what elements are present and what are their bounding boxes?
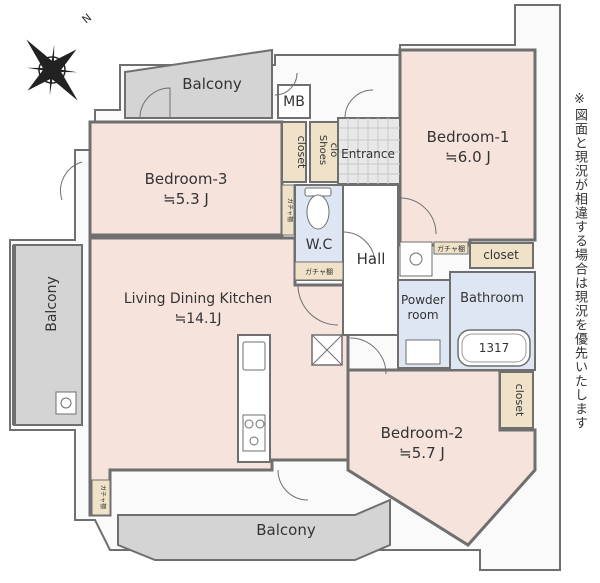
- bathtub-inner: [461, 333, 527, 363]
- entrance-grid: [338, 118, 400, 184]
- balcony-faucet: [55, 391, 77, 415]
- door-swing-bedroom1: [399, 197, 437, 235]
- bathtub: [457, 329, 531, 367]
- burner-3: [249, 436, 259, 446]
- door-swing-bottom-balcony: [277, 469, 309, 501]
- powder-room-label-1: Powder: [401, 293, 445, 307]
- balcony-top-label: Balcony: [182, 75, 242, 93]
- gacha-shelf-ldk: [91, 479, 111, 516]
- bathroom-label: Bathroom: [460, 291, 524, 306]
- closet-bedroom3-label: closet: [295, 136, 308, 169]
- door-swing-top-balcony: [139, 87, 171, 119]
- washer-drain: [409, 252, 423, 266]
- disclaimer-note: ※図面と現況が相違する場合は現況を優先いたします: [572, 92, 587, 430]
- hall-label: Hall: [357, 250, 386, 268]
- closet-bedroom2-label: closet: [513, 384, 526, 417]
- powder-room-label-2: room: [407, 308, 438, 322]
- shoes-closet-label-2: clo: [328, 143, 339, 157]
- bedroom2-size: ≒5.7 J: [399, 444, 445, 462]
- vanity-sink: [405, 339, 441, 365]
- door-swing-wc: [342, 231, 376, 265]
- closet-bedroom1: [469, 242, 534, 269]
- ldk-name: Living Dining Kitchen: [124, 291, 272, 307]
- ldk-size: ≒14.1J: [174, 311, 221, 327]
- balcony-bottom: [117, 498, 391, 561]
- entrance-label: Entrance: [341, 147, 395, 161]
- door-swing-entrance: [344, 89, 374, 119]
- gacha-label-wc: ガチャ棚: [305, 267, 333, 276]
- mb-box: [277, 84, 311, 119]
- bedroom1-name: Bedroom-1: [427, 128, 510, 146]
- closet-bedroom2: [499, 371, 534, 429]
- compass-north-label: N: [80, 11, 95, 26]
- compass: [26, 39, 78, 101]
- door-swing-ldk: [297, 284, 339, 326]
- door-swing-mb: [274, 72, 298, 96]
- gacha-shelf-wc: [294, 261, 344, 281]
- bedroom3-name: Bedroom-3: [145, 170, 228, 188]
- closet-bedroom3: [281, 121, 307, 183]
- mb-label: MB: [283, 94, 305, 110]
- shoes-closet-label-1: Shoes: [317, 135, 328, 165]
- bedroom2-name: Bedroom-2: [381, 424, 464, 442]
- burner-1: [244, 419, 254, 429]
- kitchen-sink: [242, 341, 266, 371]
- gacha-shelf-bedroom3: [281, 184, 295, 236]
- faucet-drain: [60, 397, 72, 409]
- washer-space: [399, 241, 433, 277]
- balcony-bottom-label: Balcony: [256, 521, 316, 539]
- bedroom3-size: ≒5.3 J: [163, 190, 209, 208]
- closet-bedroom1-label: closet: [483, 248, 519, 262]
- bath-size-label: 1317: [479, 341, 510, 355]
- balcony-left-label: Balcony: [44, 276, 60, 332]
- bedroom1-size: ≒6.0 J: [445, 148, 491, 166]
- balcony-top: [124, 48, 273, 119]
- door-swing-left-balcony: [60, 161, 83, 201]
- wc-label: W.C: [306, 237, 333, 253]
- burner-2: [255, 419, 265, 429]
- gacha-label-bedroom3: ガチャ棚: [286, 198, 294, 222]
- gacha-shelf-powder: [433, 241, 469, 255]
- toilet-bowl: [306, 194, 330, 230]
- gacha-label-powder: ガチャ棚: [437, 244, 465, 253]
- gacha-label-ldk: ガチャ棚: [99, 485, 107, 509]
- door-swing-bedroom2: [349, 337, 387, 375]
- kitchen-stove: [242, 414, 266, 452]
- shoes-closet: [309, 121, 339, 183]
- pipe-shaft-x2: [311, 334, 343, 366]
